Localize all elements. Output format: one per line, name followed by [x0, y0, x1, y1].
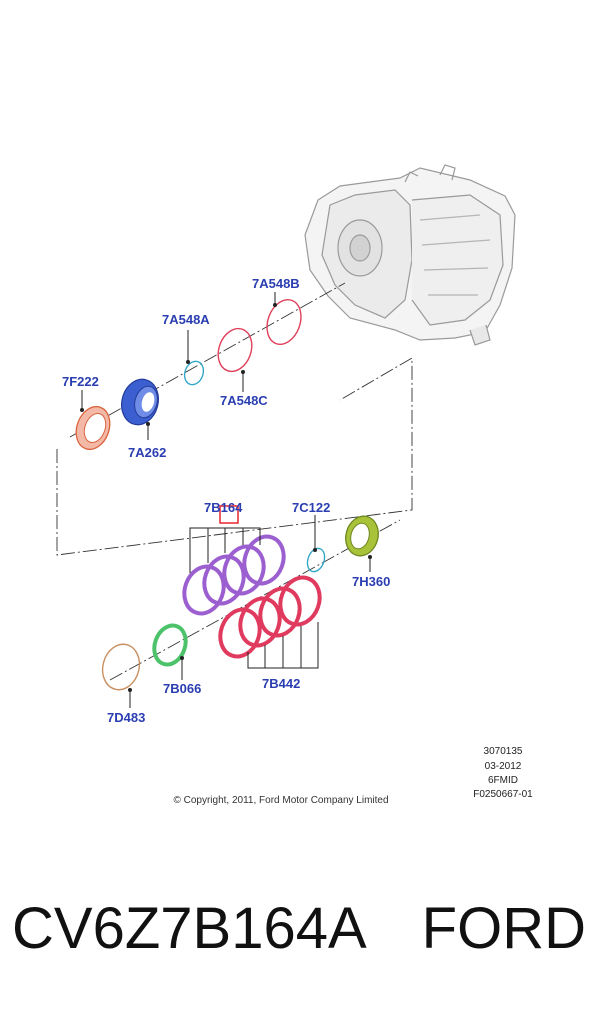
part-7D483-ring	[101, 643, 141, 708]
callout-7F222: 7F222	[62, 374, 99, 389]
callout-7A548B: 7A548B	[252, 276, 300, 291]
callout-7B442: 7B442	[262, 676, 300, 691]
part-7A548A-ring	[183, 330, 205, 386]
part-7A262-seal	[121, 378, 159, 440]
meta-line-1: 3070135	[484, 746, 523, 757]
part-7F222-thrust-washer	[75, 390, 111, 451]
group-outline	[56, 357, 413, 556]
part-7C122-ring	[306, 515, 326, 573]
part-7A548B-ring	[266, 292, 302, 345]
part-7B442-steel-plates	[218, 575, 322, 659]
part-number-label: CV6Z7B164A	[12, 896, 367, 961]
highlight-box-7B164	[219, 505, 239, 524]
part-7B164-clutch-plates	[182, 534, 286, 616]
meta-line-3: 6FMID	[488, 775, 518, 786]
callout-7C122: 7C122	[292, 500, 330, 515]
callout-7A262: 7A262	[128, 445, 166, 460]
callout-7B164: 7B164	[204, 500, 243, 515]
meta-line-2: 03-2012	[485, 761, 522, 772]
callout-7A548A: 7A548A	[162, 312, 210, 327]
brand-label: FORD	[421, 896, 586, 961]
bracket-7B442	[247, 622, 319, 669]
callout-7H360: 7H360	[352, 574, 390, 589]
caption-bar: CV6Z7B164A FORD	[0, 895, 600, 985]
axis-line	[69, 282, 346, 438]
part-7A548C-ring	[217, 327, 253, 392]
callout-7D483: 7D483	[107, 710, 145, 725]
exploded-parts-diagram: 7A548B 7A548A 7A548C 7F222 7A262	[56, 164, 533, 806]
callout-7B066: 7B066	[163, 681, 201, 696]
copyright-text: © Copyright, 2011, Ford Motor Company Li…	[173, 795, 388, 806]
callout-7A548C: 7A548C	[220, 393, 268, 408]
bracket-7B164	[189, 527, 261, 573]
transmission-housing	[304, 164, 516, 346]
part-7H360-spring	[345, 515, 379, 572]
part-7B066-ring	[152, 623, 188, 680]
meta-line-4: F0250667-01	[473, 789, 533, 800]
